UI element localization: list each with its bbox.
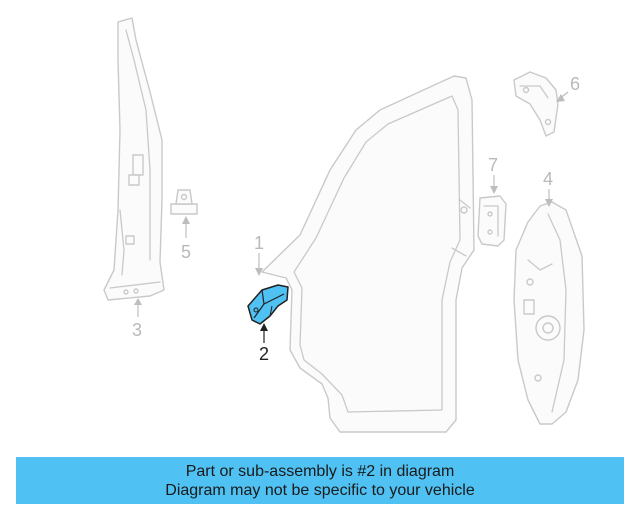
callout-1: 1 xyxy=(254,233,264,276)
part-6-bracket xyxy=(513,71,559,137)
svg-text:7: 7 xyxy=(488,155,498,175)
callout-7: 7 xyxy=(488,155,498,194)
callout-2: 2 xyxy=(259,323,269,364)
svg-text:6: 6 xyxy=(570,74,580,94)
svg-text:2: 2 xyxy=(259,344,269,364)
part-4-panel xyxy=(513,201,585,425)
svg-text:4: 4 xyxy=(543,169,553,189)
part-7-bracket xyxy=(477,195,507,247)
callout-6: 6 xyxy=(556,74,580,102)
callout-4: 4 xyxy=(543,169,553,207)
part-3-pillar xyxy=(103,17,165,301)
svg-text:5: 5 xyxy=(181,242,191,262)
door-frame xyxy=(261,75,475,433)
svg-text:3: 3 xyxy=(132,320,142,340)
part-2-highlighted xyxy=(247,284,289,325)
parts-diagram: 1 2 3 4 5 6 7 xyxy=(103,17,585,433)
caption-line-2: Diagram may not be specific to your vehi… xyxy=(165,481,475,499)
caption-line-1: Part or sub-assembly is #2 in diagram xyxy=(185,462,455,480)
callout-3: 3 xyxy=(132,298,142,340)
callout-5: 5 xyxy=(181,216,191,262)
caption-banner: Part or sub-assembly is #2 in diagram Di… xyxy=(16,457,624,504)
svg-text:1: 1 xyxy=(254,233,264,253)
part-5-clip xyxy=(170,189,198,215)
